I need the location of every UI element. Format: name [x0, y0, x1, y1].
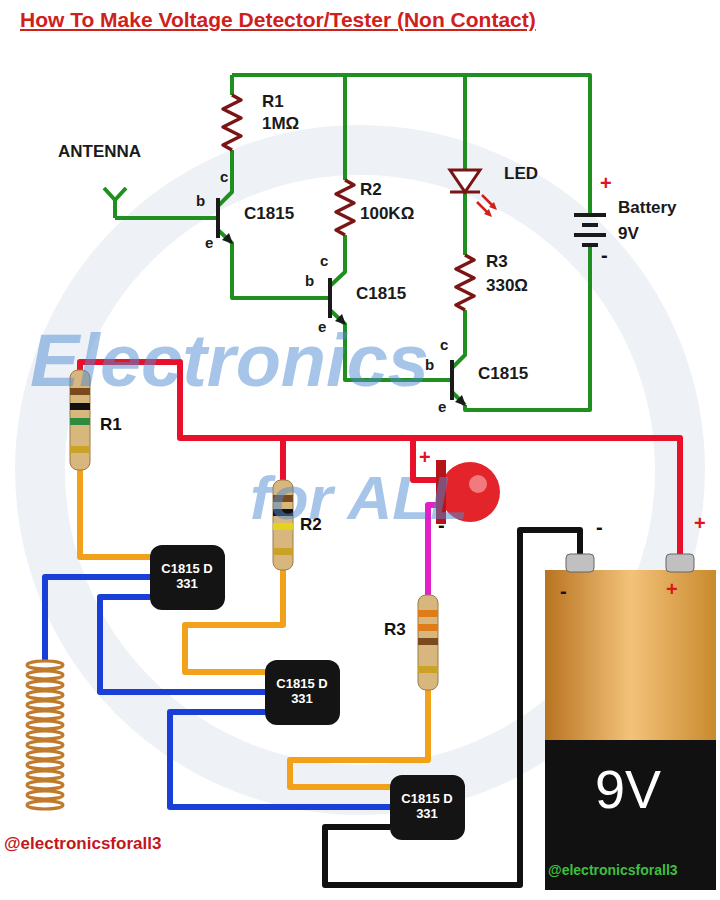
credit-handle: @electronicsforall3 [4, 834, 161, 854]
watermark: Electronics [30, 318, 429, 403]
watermark: for ALL [250, 462, 468, 533]
pin-name: b [305, 272, 314, 289]
resistor-symbol [223, 95, 474, 310]
part-value: 9V [618, 224, 639, 244]
polarity-mark: - [596, 516, 603, 539]
part-name: Battery [618, 198, 677, 218]
part-name: C1815 [244, 204, 294, 224]
transistor-part [150, 545, 465, 840]
part-value: 1MΩ [262, 114, 299, 134]
polarity-mark: + [600, 172, 612, 195]
antenna-label: ANTENNA [58, 142, 141, 162]
battery-part [545, 554, 716, 890]
part-name: R2 [360, 180, 382, 200]
part-name: C1815 [478, 364, 528, 384]
polarity-mark: - [601, 244, 608, 267]
diagram-title: How To Make Voltage Detector/Tester (Non… [20, 8, 536, 32]
part-name: R2 [300, 515, 322, 535]
part-name: R1 [262, 92, 284, 112]
battery-voltage: 9V [595, 758, 661, 820]
antenna-symbol [104, 188, 126, 218]
led-symbol [450, 170, 497, 217]
part-name: R3 [384, 620, 406, 640]
pin-name: e [438, 398, 446, 415]
polarity-mark: + [666, 578, 678, 601]
part-name: C1815 [356, 284, 406, 304]
pin-name: c [440, 336, 448, 353]
battery-symbol [574, 215, 606, 245]
part-name: R3 [486, 252, 508, 272]
coil-antenna [27, 661, 63, 809]
part-name: R1 [100, 415, 122, 435]
part-value: 100KΩ [360, 204, 414, 224]
part-marking: C1815 D 331 [276, 677, 328, 707]
polarity-mark: - [438, 514, 445, 537]
pin-name: c [320, 252, 328, 269]
pin-name: e [205, 234, 213, 251]
part-name: LED [504, 164, 538, 184]
pin-name: b [196, 192, 205, 209]
polarity-mark: - [560, 580, 567, 603]
part-marking: C1815 D 331 [401, 792, 453, 822]
part-marking: C1815 D 331 [161, 562, 213, 592]
polarity-mark: + [694, 512, 706, 535]
polarity-mark: + [419, 446, 431, 469]
part-value: 330Ω [486, 276, 528, 296]
credit-handle: @electronicsforall3 [548, 862, 678, 878]
pin-name: c [220, 168, 228, 185]
